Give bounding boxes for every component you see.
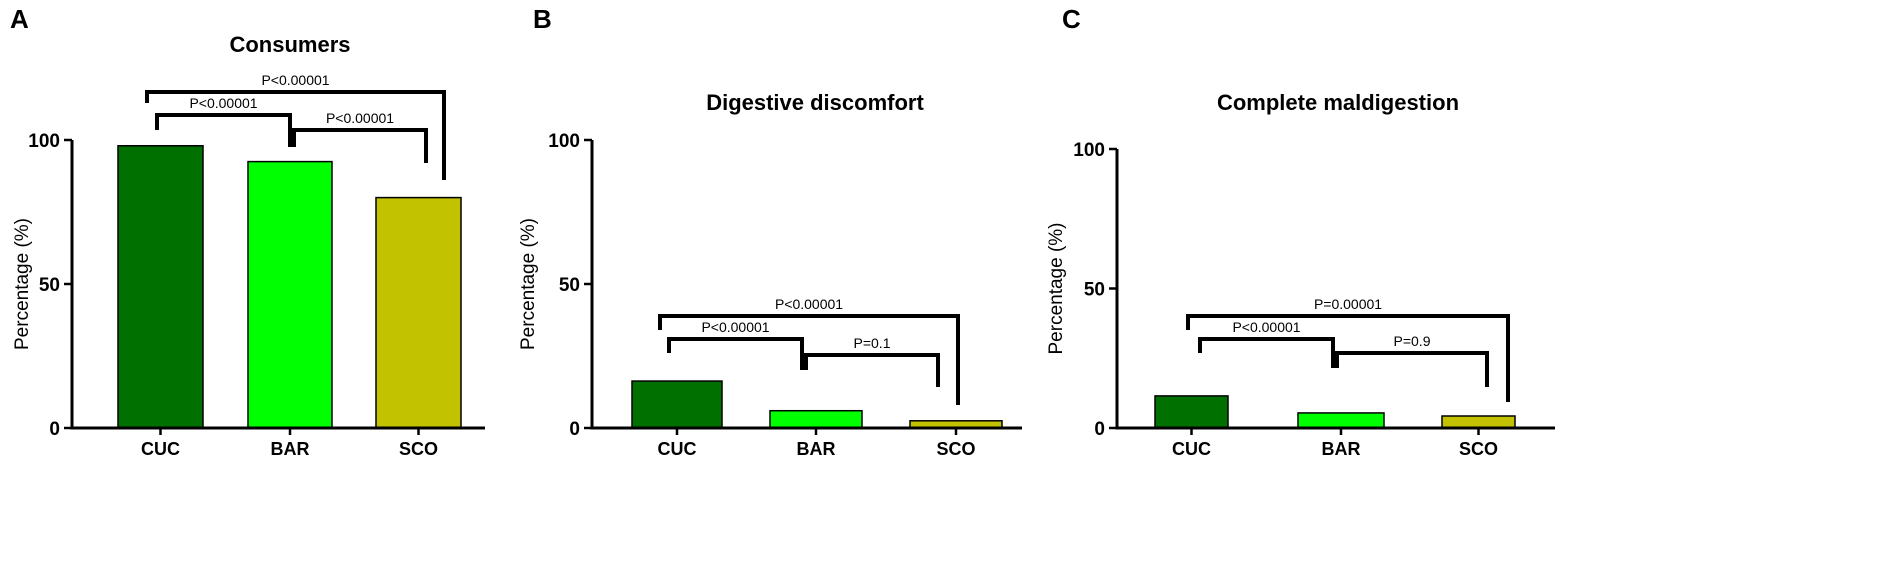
significance-bracket [1186,314,1510,402]
significance-bracket [804,353,940,387]
x-tick-label: CUC [658,439,697,459]
p-value-label: P<0.00001 [261,72,329,88]
panel-label: A [10,4,29,34]
p-value-label: P=0.9 [1394,333,1431,349]
y-tick-label: 50 [39,275,60,296]
y-tick-label: 100 [1073,140,1105,161]
chart-title: Complete maldigestion [1217,90,1459,115]
panel-label: B [533,4,552,34]
y-tick-label: 0 [569,419,580,440]
chart-title: Digestive discomfort [706,90,924,115]
y-axis-label: Percentage (%) [518,218,539,350]
significance-bracket [658,314,960,405]
p-value-label: P<0.00001 [775,296,843,312]
significance-bracket [667,337,804,370]
y-tick-label: 50 [1084,280,1105,301]
chart-title: Consumers [229,32,350,57]
panel-label: C [1062,4,1081,34]
x-tick-label: BAR [1322,439,1361,459]
p-value-label: P=0.1 [854,335,891,351]
x-tick-label: BAR [271,439,310,459]
bar-bar [769,409,863,429]
y-tick-label: 50 [559,275,580,296]
significance-bracket [292,128,428,163]
bar-cuc [1154,395,1229,429]
x-tick-label: SCO [399,439,438,459]
significance-bracket [1198,337,1335,368]
p-value-label: P<0.00001 [701,319,769,335]
bar-cuc [117,145,204,429]
significance-bracket [155,113,292,147]
y-axis-label: Percentage (%) [1046,222,1067,354]
x-tick-label: SCO [1459,439,1498,459]
p-value-label: P<0.00001 [1232,319,1300,335]
y-axis-label: Percentage (%) [12,218,33,350]
significance-bracket [145,90,446,180]
y-tick-label: 100 [548,131,580,152]
bar-sco [375,196,462,429]
y-tick-label: 100 [28,131,60,152]
bar-bar [247,160,333,429]
bar-bar [1297,412,1385,429]
x-tick-label: SCO [936,439,975,459]
x-tick-label: BAR [797,439,836,459]
bar-sco [1441,415,1516,429]
significance-bracket [1335,351,1489,387]
p-value-label: P=0.00001 [1314,296,1382,312]
y-tick-label: 0 [49,419,60,440]
x-tick-label: CUC [141,439,180,459]
bar-cuc [631,380,723,429]
p-value-label: P<0.00001 [189,95,257,111]
x-tick-label: CUC [1172,439,1211,459]
y-tick-label: 0 [1094,419,1105,440]
p-value-label: P<0.00001 [326,110,394,126]
